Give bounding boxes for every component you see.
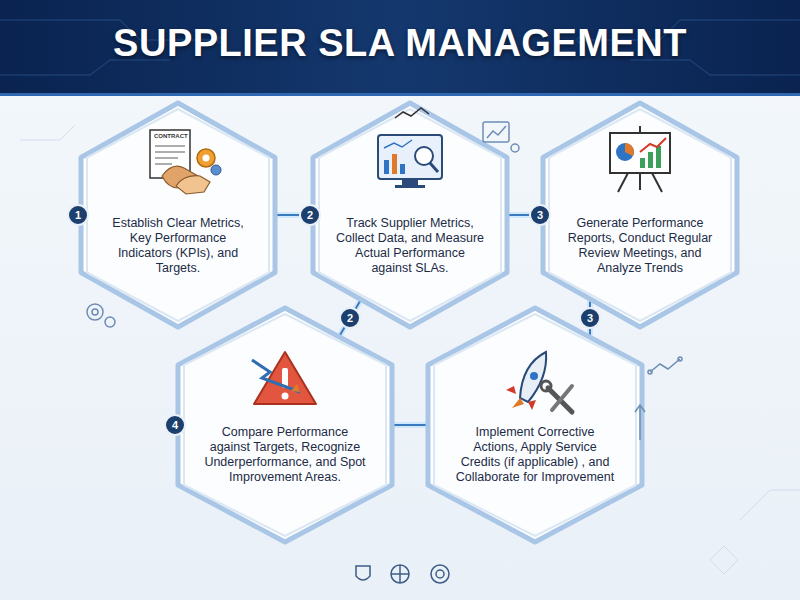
rocket-icon bbox=[506, 352, 572, 412]
callout-number: 4 bbox=[164, 414, 186, 436]
step-text: Establish Clear Metrics, Key Performance… bbox=[102, 216, 254, 276]
footer-icons bbox=[356, 565, 449, 583]
dashboard-icon bbox=[378, 108, 442, 188]
callout-number: 1 bbox=[67, 204, 89, 226]
step-text: Implement Corrective Actions, Apply Serv… bbox=[454, 425, 616, 485]
contract-icon bbox=[150, 130, 221, 194]
decoration bbox=[87, 122, 682, 440]
step-text: Compare Performance against Targets, Rec… bbox=[204, 425, 366, 485]
callout-number: 3 bbox=[579, 307, 601, 329]
presentation-icon bbox=[610, 126, 670, 192]
step-text: Generate Performance Reports, Conduct Re… bbox=[564, 216, 716, 276]
callout-number: 2 bbox=[299, 204, 321, 226]
connector bbox=[392, 425, 428, 426]
callout-number: 2 bbox=[339, 307, 361, 329]
callout-number: 3 bbox=[529, 204, 551, 226]
step-text: Track Supplier Metrics, Collect Data, an… bbox=[334, 216, 486, 276]
document-tag: CONTRACT bbox=[154, 133, 188, 140]
process-hexagon: Implement Corrective Actions, Apply Serv… bbox=[425, 305, 645, 545]
diagram-title: SUPPLIER SLA MANAGEMENT bbox=[0, 22, 800, 65]
connector bbox=[340, 301, 360, 335]
warning-icon bbox=[252, 352, 316, 404]
process-hexagon: Compare Performance against Targets, Rec… bbox=[175, 305, 395, 545]
